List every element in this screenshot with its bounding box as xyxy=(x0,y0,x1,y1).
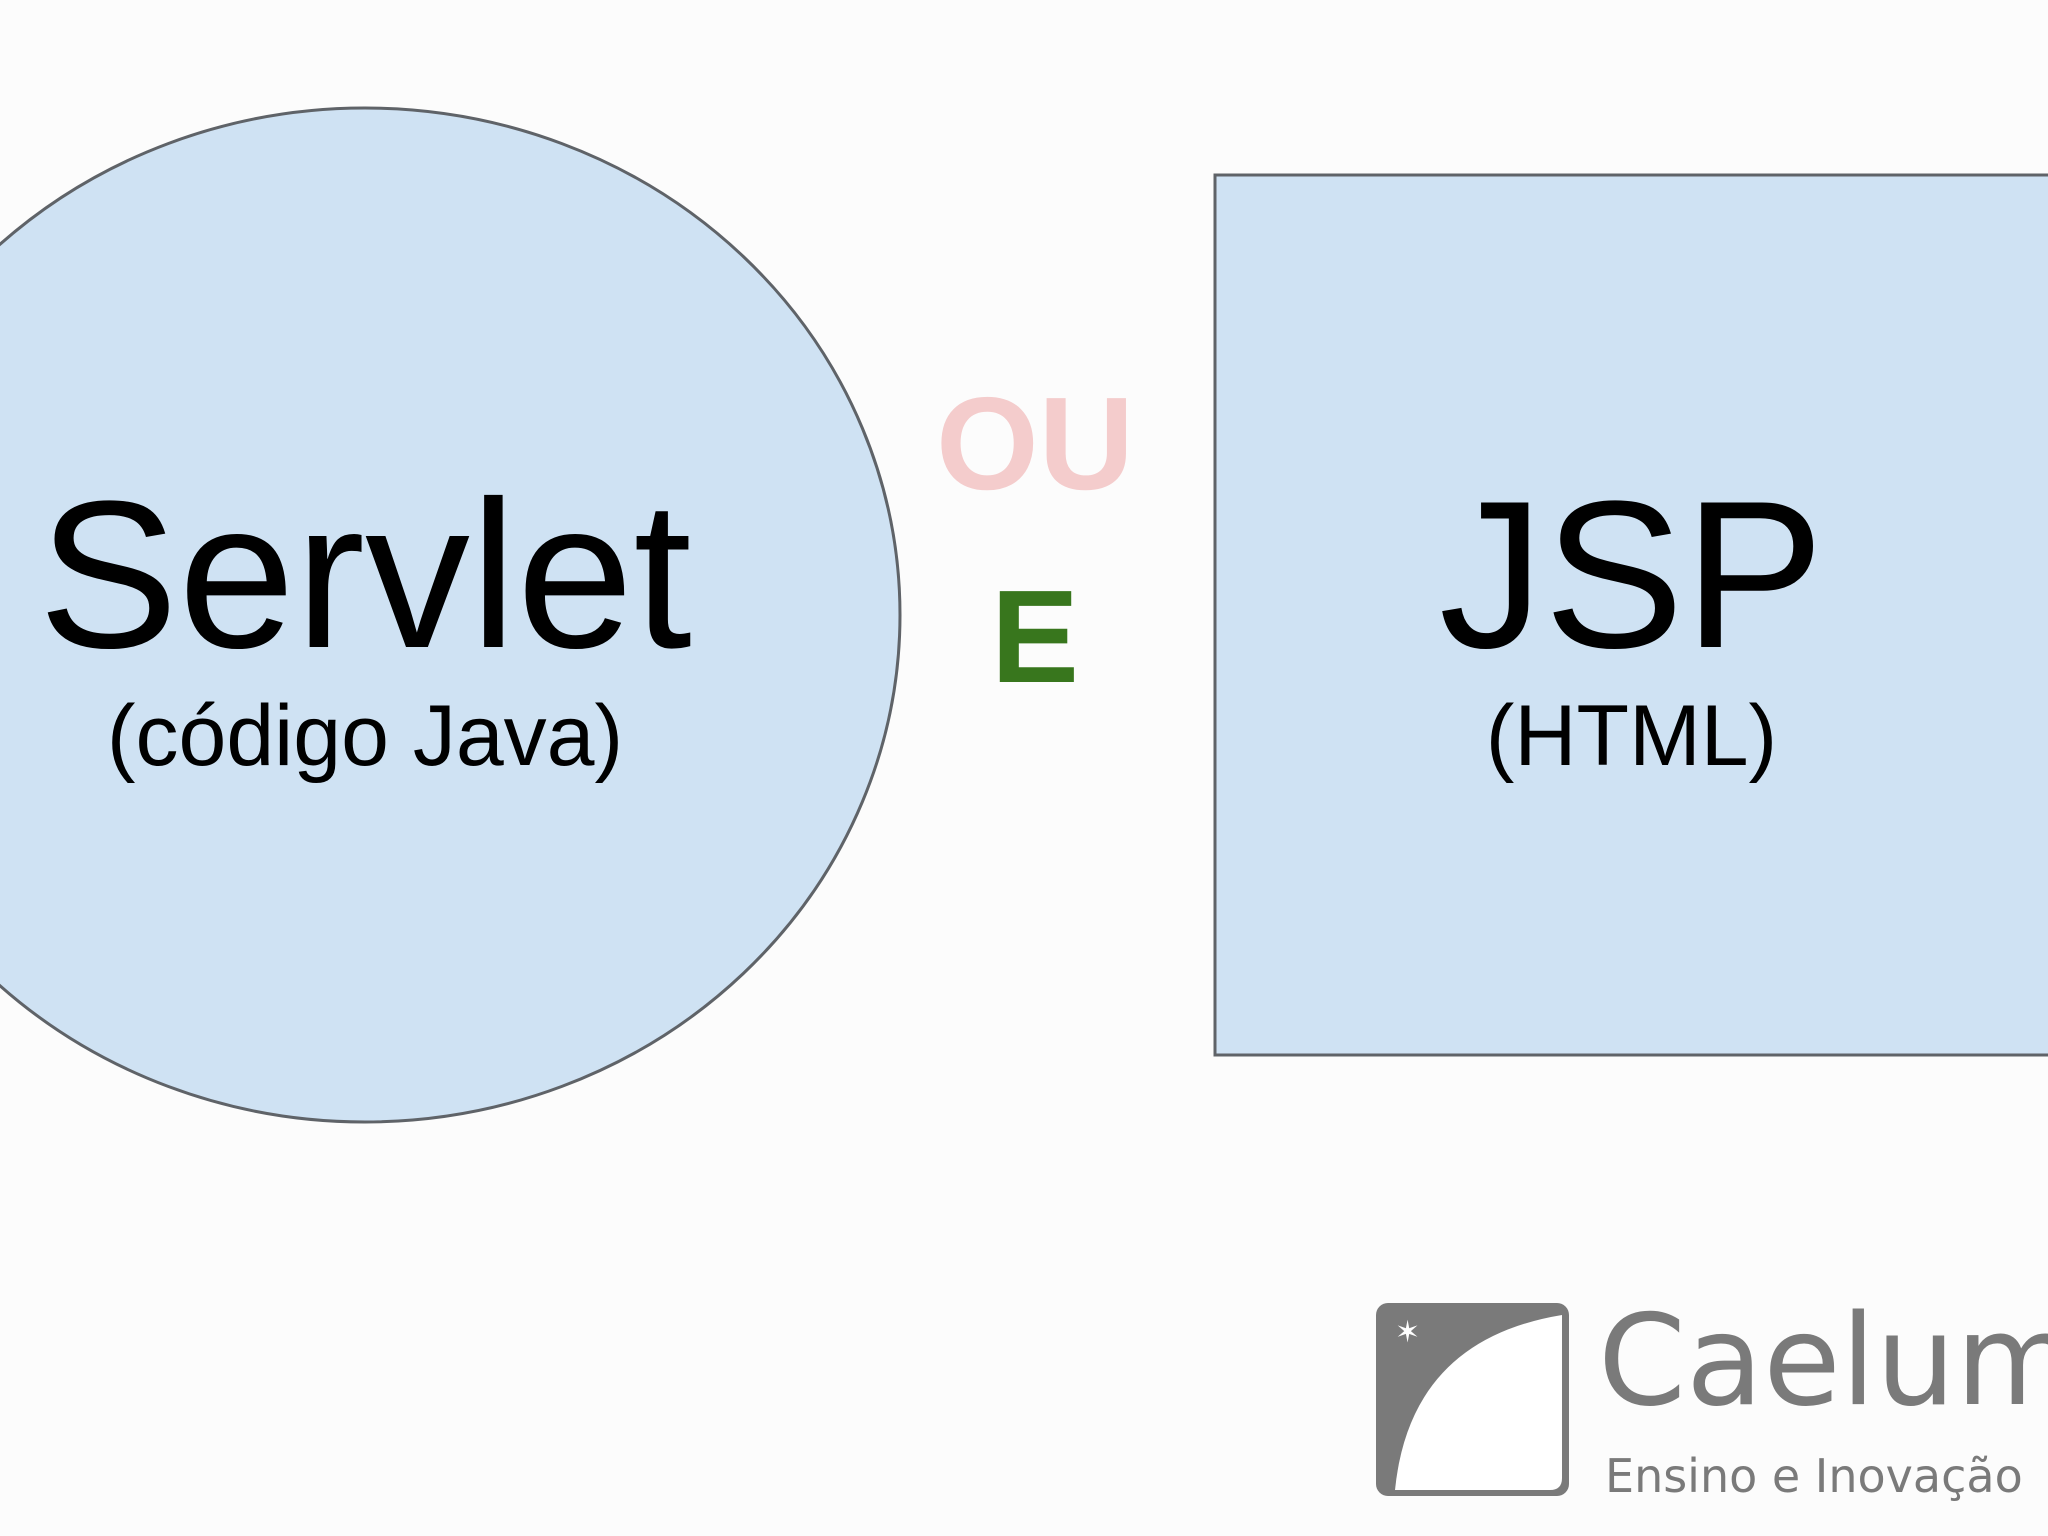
svg-text:✶: ✶ xyxy=(1395,1315,1420,1350)
logo-name: Caelum xyxy=(1598,1287,2048,1434)
caelum-logo-icon: ✶ xyxy=(1376,1303,1569,1496)
jsp-subtitle: (HTML) xyxy=(1485,688,1778,784)
servlet-title: Servlet xyxy=(38,457,692,692)
logo-tagline: Ensino e Inovação xyxy=(1605,1449,2023,1503)
or-connector: OU xyxy=(936,370,1134,517)
and-connector: E xyxy=(990,563,1080,710)
jsp-square xyxy=(1213,173,2048,1057)
servlet-subtitle: (código Java) xyxy=(106,688,624,784)
servlet-circle xyxy=(0,106,902,1124)
jsp-title: JSP xyxy=(1438,457,1825,692)
